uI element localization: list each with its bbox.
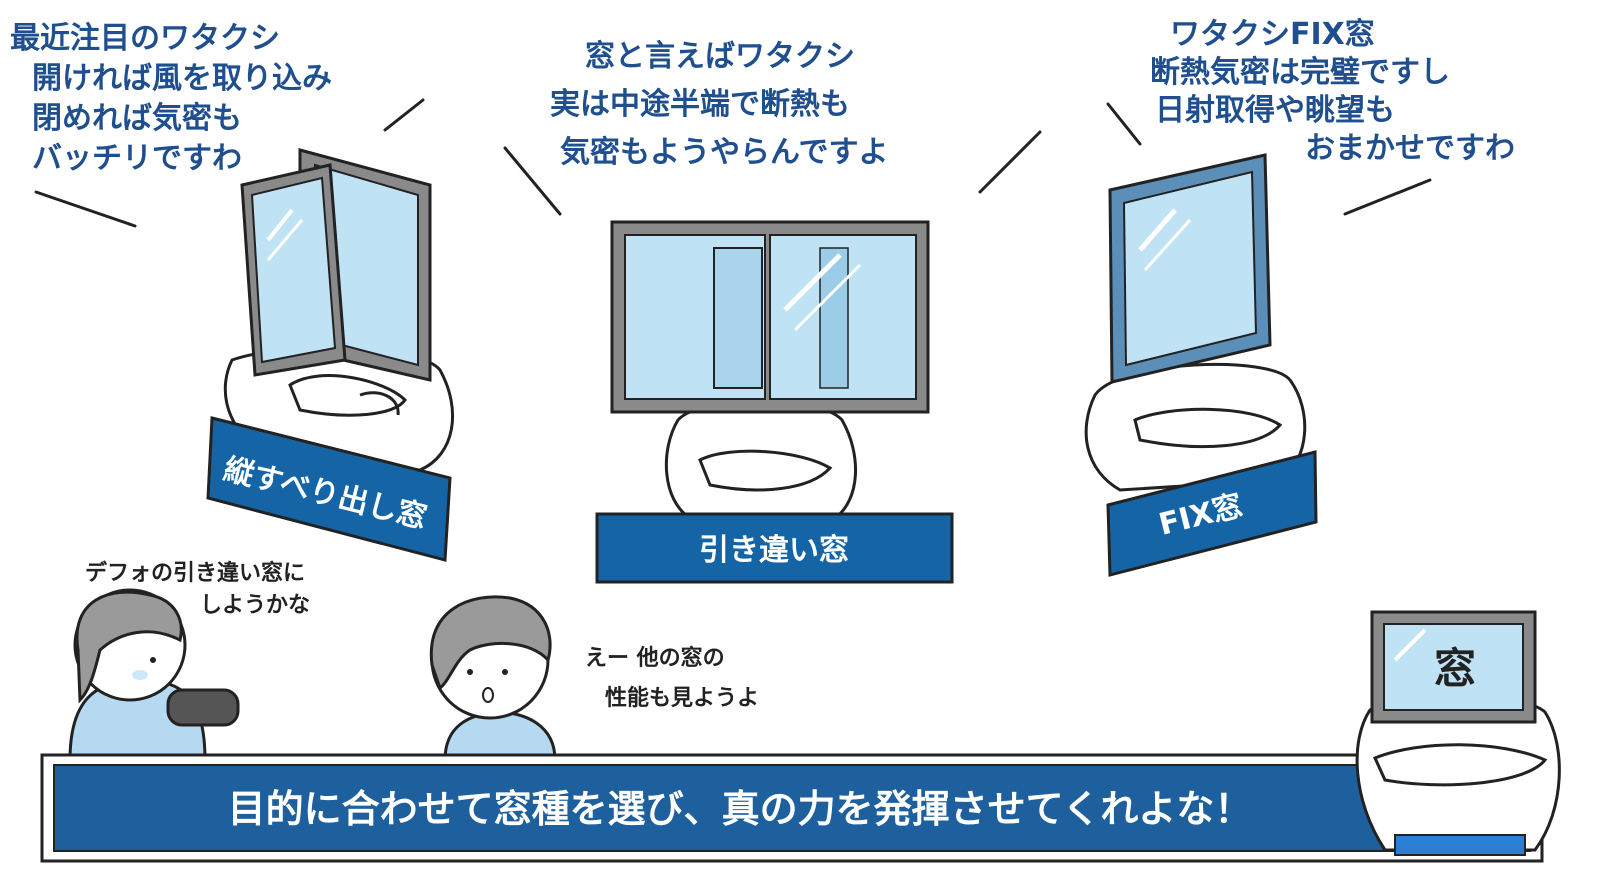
banner: [53, 764, 1531, 852]
speech-fix-line-2: 断熱気密は完璧ですし: [1150, 55, 1450, 90]
crossed-arms: [1372, 743, 1548, 787]
speech-fix-line-1: ワタクシFIX窓: [1170, 17, 1375, 52]
speech-line: [1106, 102, 1142, 146]
crossed-arms: [1133, 407, 1283, 449]
fix-label-tag: [1106, 450, 1318, 577]
boy-eye: [502, 669, 508, 675]
boy-shirt: [443, 710, 557, 762]
mascot-belt: [1394, 834, 1526, 856]
boy-speech-line-1: えー 他の窓の: [585, 645, 725, 671]
game-controller-icon: [166, 688, 240, 727]
girl-hair: [75, 590, 183, 704]
sliding-window-character: 引き違い窓: [595, 220, 954, 584]
girl-eye: [150, 657, 156, 663]
speech-sliding-line-1: 窓と言えばワタクシ: [585, 39, 855, 74]
girl-cheek: [132, 670, 148, 680]
boy-hair: [429, 595, 552, 691]
speech-fix: ワタクシFIX窓 断熱気密は完璧ですし 日射取得や眺望も おまかせですわ: [1150, 17, 1515, 166]
mascot-glyph: 窓: [1434, 644, 1476, 693]
girl-speech-line-2: しようかな: [200, 593, 310, 618]
boy-mouth: [482, 687, 494, 703]
fix-window-character: FIX窓: [1084, 153, 1318, 577]
speech-casement-line-3: 閉めれば気密も: [32, 101, 242, 136]
speech-line: [503, 146, 562, 216]
mascot-window-glass: [1383, 623, 1524, 711]
speech-fix-line-4: おまかせですわ: [1305, 131, 1515, 166]
speech-line: [383, 98, 425, 132]
speech-sliding-line-2: 実は中途半端で断熱も: [550, 87, 850, 122]
speech-sliding-line-3: 気密もようやらんですよ: [560, 135, 889, 170]
glass-shine: [1393, 628, 1427, 662]
banner-text: 目的に合わせて窓種を選び、真の力を発揮させてくれよな！: [228, 787, 1253, 831]
boy-speech-line-2: 性能も見ようよ: [605, 685, 759, 711]
speech-fix-line-3: 日射取得や眺望も: [1155, 93, 1395, 128]
boy-character: えー 他の窓の 性能も見ようよ: [429, 595, 759, 762]
speech-casement: 最近注目のワタクシ 開ければ風を取り込み 閉めれば気密も バッチリですわ: [10, 21, 332, 176]
girl-speech-line-1: デフォの引き違い窓に: [85, 560, 305, 586]
crossed-arms: [288, 374, 407, 417]
mascot-character: 窓: [1355, 610, 1561, 856]
casement-window-character: 縦すべり出し窓: [206, 148, 454, 562]
speech-sliding: 窓と言えばワタクシ 実は中途半端で断熱も 気密もようやらんですよ: [550, 39, 889, 170]
sliding-label-tag: [595, 512, 954, 584]
boy-eye: [467, 669, 473, 675]
speech-casement-line-1: 最近注目のワタクシ: [10, 21, 280, 56]
speech-casement-line-2: 開ければ風を取り込み: [32, 61, 332, 96]
casement-window-icon: [240, 148, 432, 382]
crossed-arms: [359, 391, 400, 416]
speech-line: [978, 130, 1042, 194]
crossed-arms: [698, 449, 833, 492]
sliding-window-icon: [610, 220, 930, 414]
speech-line: [1343, 178, 1432, 216]
fix-window-icon: [1108, 153, 1272, 384]
speech-casement-line-4: バッチリですわ: [32, 141, 242, 176]
sliding-label: 引き違い窓: [699, 533, 849, 568]
casement-label-tag: [206, 416, 452, 562]
speech-line: [34, 190, 137, 228]
girl-character: デフォの引き違い窓に しようかな: [68, 560, 310, 762]
